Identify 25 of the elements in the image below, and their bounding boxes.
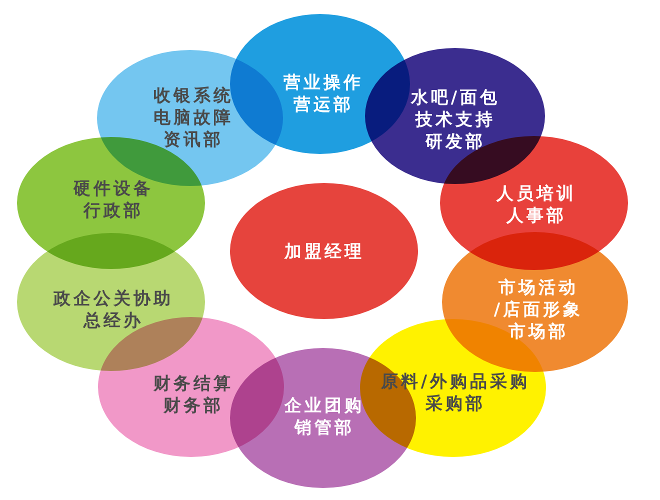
circle-label: 资讯部: [162, 129, 224, 151]
circle-label: 采购部: [424, 393, 486, 415]
circle-label: 政企公关协助: [52, 288, 174, 310]
circle-label: 加盟经理: [283, 241, 364, 263]
circle-label: 原料/外购品采购: [380, 371, 530, 393]
circle-label: 营业操作: [282, 72, 364, 94]
circle-label: 收银系统: [152, 85, 234, 107]
circle-label: 人员培训: [495, 183, 576, 205]
circle-label: 市场活动: [498, 277, 578, 299]
circle-label: 电脑故障: [152, 107, 234, 129]
circle-label: 财务结算: [152, 373, 234, 395]
center-circle: [230, 183, 418, 319]
circle-label: 技术支持: [414, 109, 496, 131]
circle-label: 财务部: [162, 395, 224, 417]
circle-label: 营运部: [292, 94, 354, 116]
circle-label: 总经办: [82, 310, 144, 332]
circle-label: 市场部: [508, 321, 568, 343]
circle-label: 行政部: [82, 200, 144, 222]
circle-label: 人事部: [505, 205, 566, 227]
circle-label: 企业团购: [283, 395, 364, 417]
circle-label: 水吧/面包: [410, 87, 500, 109]
circle-label: 研发部: [424, 131, 486, 153]
circle-label: /店面形象: [492, 299, 584, 321]
circle-label: 硬件设备: [72, 178, 154, 200]
circle-label: 销管部: [293, 417, 354, 439]
